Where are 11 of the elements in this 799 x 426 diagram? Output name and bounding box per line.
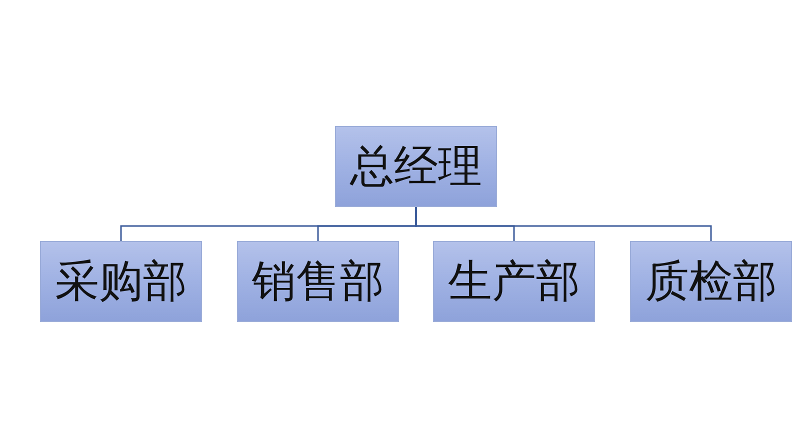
box-label: 销售部: [252, 260, 384, 304]
box-label: 采购部: [55, 260, 187, 304]
org-box: [335, 126, 497, 207]
box-label: 质检部: [645, 260, 777, 304]
box-label: 生产部: [448, 260, 580, 304]
org-box: [630, 241, 792, 322]
org-box: [433, 241, 595, 322]
org-box: [237, 241, 399, 322]
connector-line: [415, 207, 712, 241]
box-label: 总经理: [350, 144, 482, 188]
org-box: [40, 241, 202, 322]
